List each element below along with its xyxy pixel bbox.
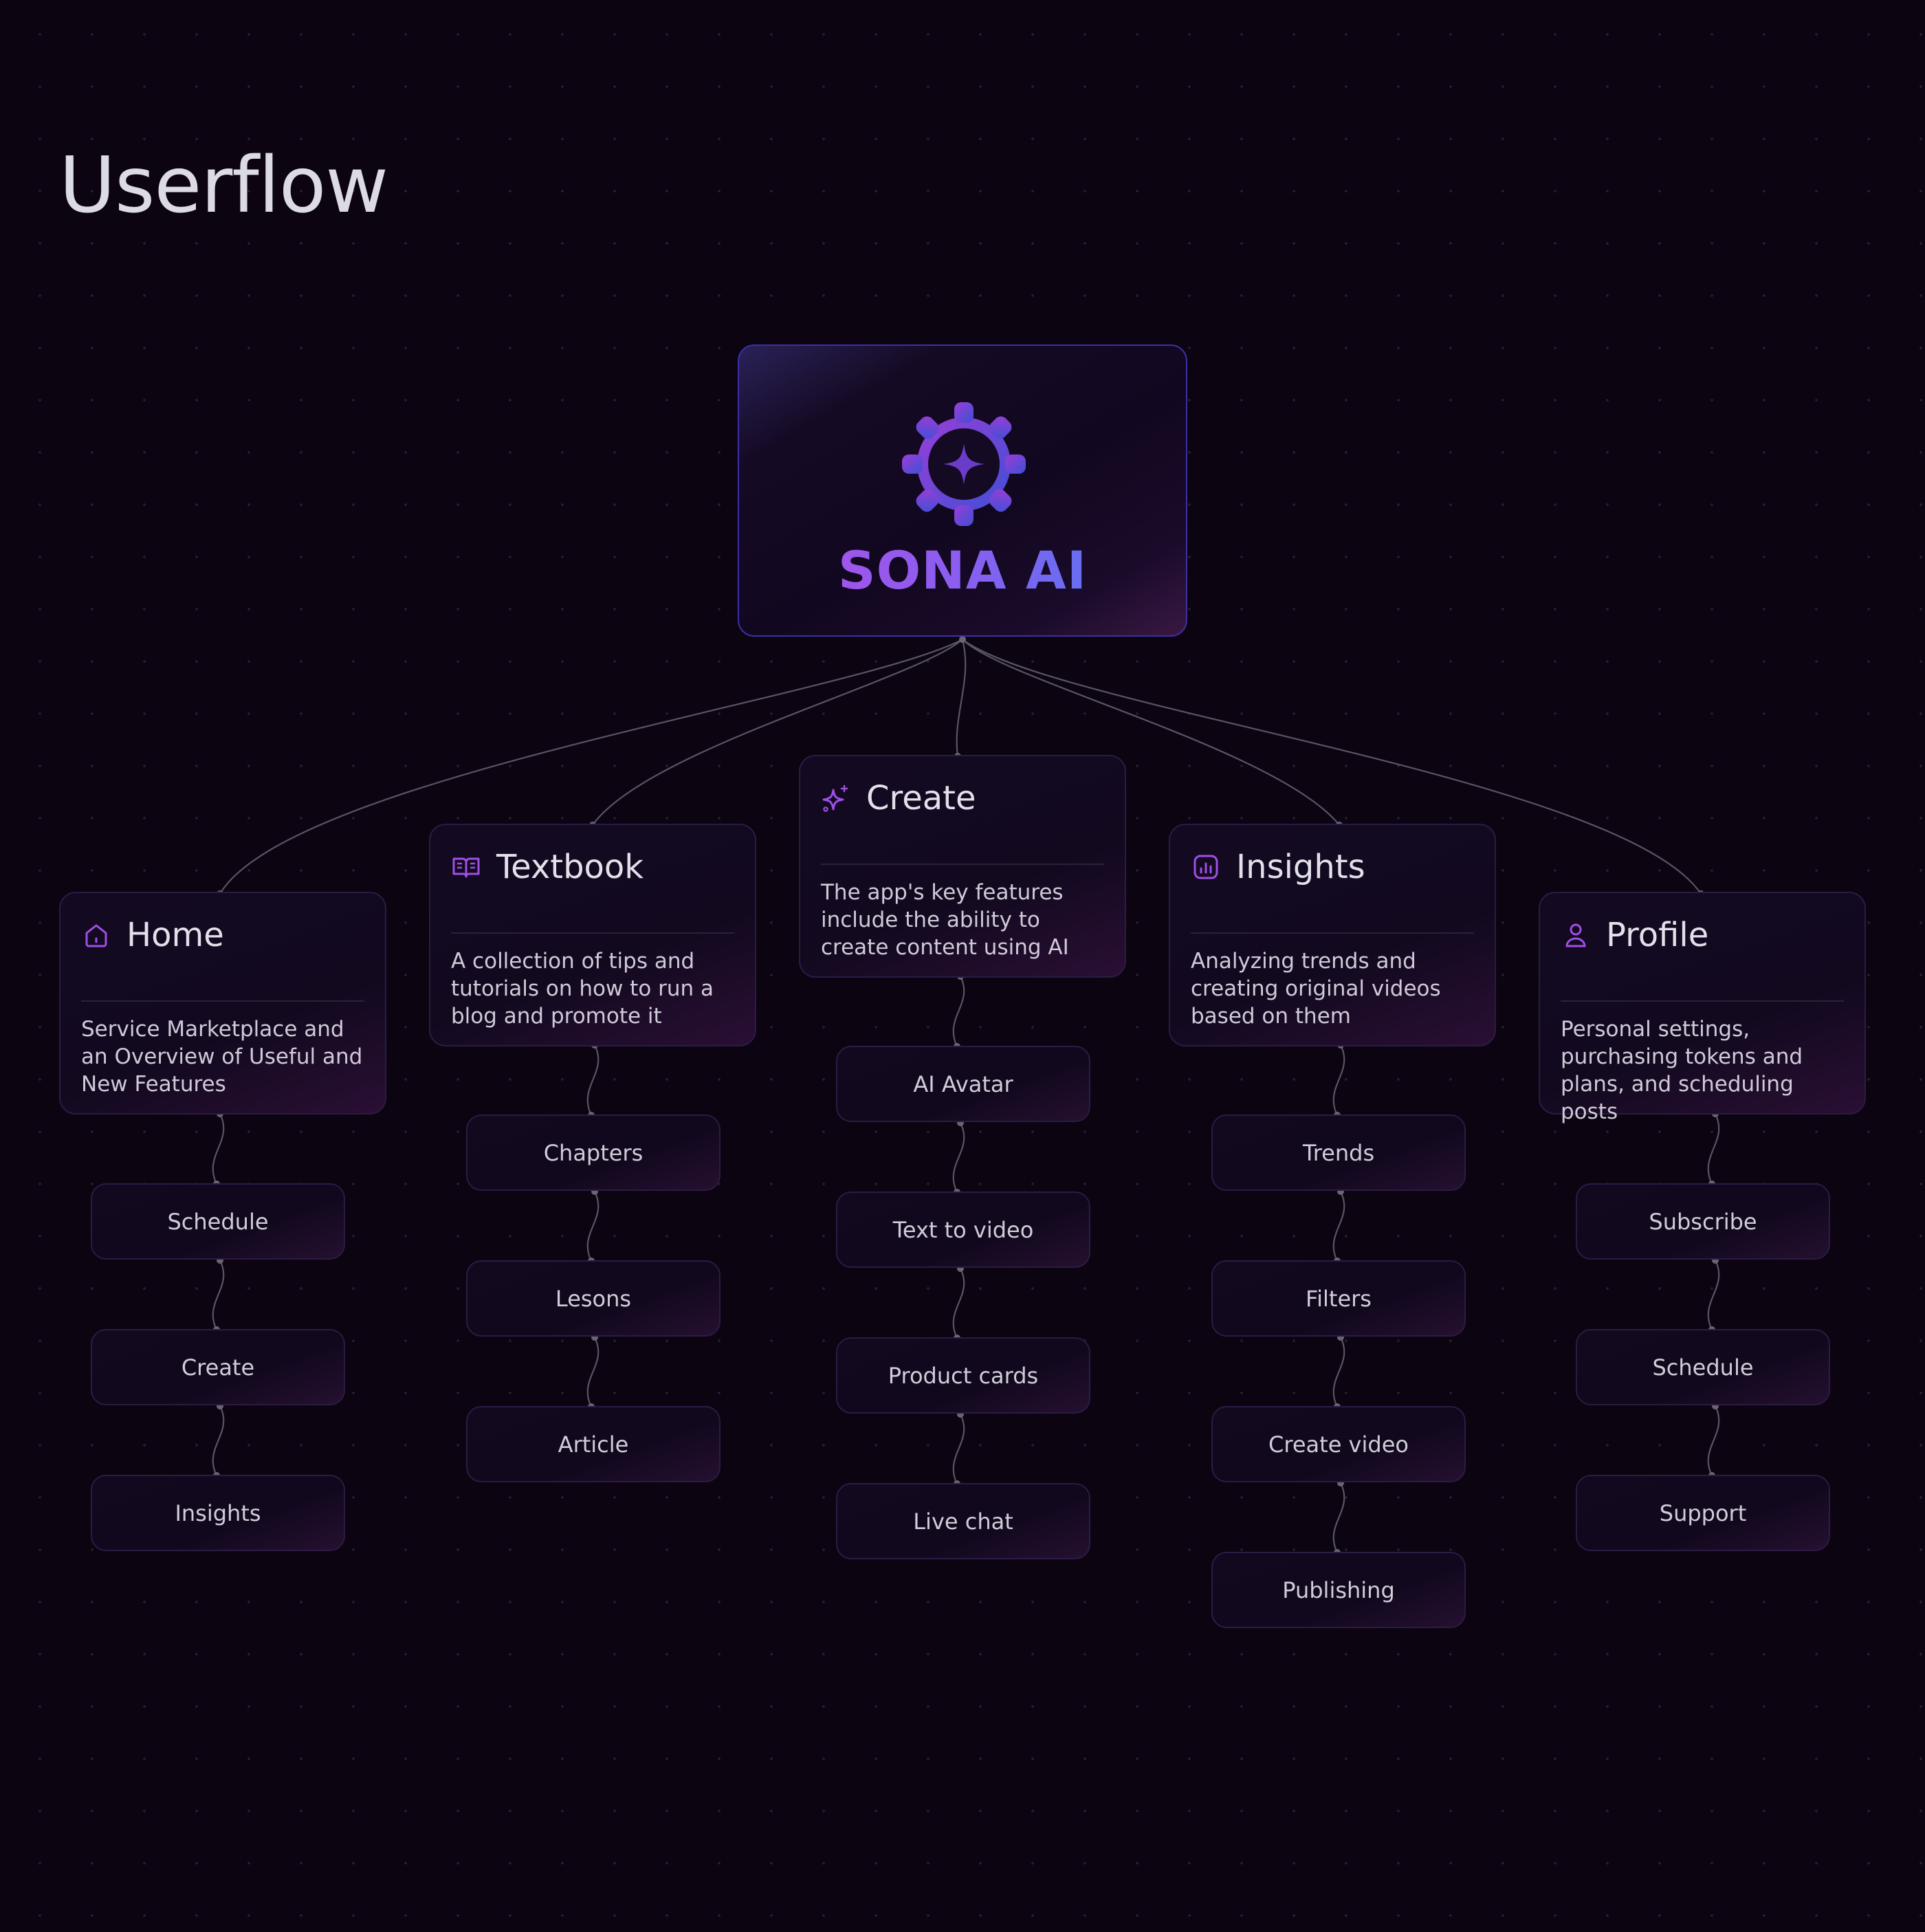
node-label: AI Avatar (913, 1071, 1013, 1097)
gear-sparkle-icon (902, 402, 1026, 526)
connector-create-insights (212, 1405, 225, 1476)
node-profile-subscribe[interactable]: Subscribe (1576, 1183, 1830, 1260)
node-label: Subscribe (1649, 1208, 1757, 1235)
node-insights-trends[interactable]: Trends (1211, 1115, 1466, 1191)
section-card-insights[interactable]: Insights Analyzing trends and creating o… (1169, 824, 1496, 1046)
node-create-ai-avatar[interactable]: AI Avatar (836, 1046, 1090, 1122)
connector-insights-trends (1332, 1044, 1345, 1116)
section-description: A collection of tips and tutorials on ho… (451, 949, 714, 1029)
node-label: Trends (1302, 1139, 1375, 1166)
node-textbook-lesons[interactable]: Lesons (466, 1260, 720, 1337)
connector-textbook-chapters (586, 1044, 600, 1116)
home-icon (81, 920, 111, 950)
section-title: Textbook (496, 848, 644, 886)
node-label: Chapters (543, 1139, 644, 1166)
node-label: Insights (175, 1500, 261, 1526)
node-label: Product cards (888, 1362, 1039, 1389)
section-description: Service Marketplace and an Overview of U… (81, 1017, 363, 1097)
node-label: Article (558, 1431, 629, 1458)
section-title: Create (866, 779, 976, 817)
section-description: The app's key features include the abili… (821, 880, 1069, 960)
divider (1191, 932, 1474, 934)
connector-productcards-livechat (952, 1414, 965, 1484)
chart-icon (1191, 852, 1221, 882)
connector-createvideo-publishing (1332, 1482, 1345, 1553)
node-label: Support (1659, 1500, 1747, 1526)
connector-lesons-article (586, 1337, 600, 1407)
divider (451, 932, 734, 934)
root-title: SONA AI (739, 540, 1186, 601)
section-description: Personal settings, purchasing tokens and… (1561, 1017, 1803, 1124)
node-label: Live chat (913, 1508, 1013, 1535)
node-label: Create (181, 1354, 255, 1381)
node-textbook-article[interactable]: Article (466, 1406, 720, 1482)
section-header: Textbook (451, 843, 644, 891)
section-title: Home (126, 916, 224, 954)
section-header: Profile (1561, 911, 1708, 959)
section-card-textbook[interactable]: Textbook A collection of tips and tutori… (429, 824, 756, 1046)
node-label: Text to video (892, 1216, 1034, 1243)
user-icon (1561, 920, 1591, 950)
node-label: Schedule (167, 1208, 269, 1235)
node-label: Publishing (1282, 1577, 1395, 1603)
node-profile-support[interactable]: Support (1576, 1475, 1830, 1551)
connector-schedule-support (1707, 1405, 1720, 1476)
node-create-live-chat[interactable]: Live chat (836, 1483, 1090, 1559)
section-header: Create (821, 774, 976, 822)
section-card-create[interactable]: Create The app's key features include th… (799, 755, 1126, 978)
node-label: Schedule (1652, 1354, 1754, 1381)
page-title: Userflow (59, 141, 388, 230)
connector-subscribe-schedule (1707, 1260, 1720, 1330)
section-header: Home (81, 911, 224, 959)
section-description: Analyzing trends and creating original v… (1191, 949, 1441, 1029)
node-label: Create video (1268, 1431, 1409, 1458)
node-insights-publishing[interactable]: Publishing (1211, 1552, 1466, 1628)
node-label: Lesons (555, 1285, 632, 1312)
connector-root-create (956, 639, 967, 757)
connector-schedule-create (212, 1260, 225, 1330)
node-create-text-to-video[interactable]: Text to video (836, 1192, 1090, 1268)
connector-home-schedule (212, 1113, 225, 1185)
connector-create-aiavatar (952, 976, 965, 1047)
node-insights-create-video[interactable]: Create video (1211, 1406, 1466, 1482)
connector-chapters-lesons (586, 1191, 600, 1262)
node-label: Filters (1306, 1285, 1372, 1312)
node-home-insights[interactable]: Insights (91, 1475, 345, 1551)
node-textbook-chapters[interactable]: Chapters (466, 1115, 720, 1191)
connector-aiavatar-texttovideo (952, 1122, 965, 1193)
node-insights-filters[interactable]: Filters (1211, 1260, 1466, 1337)
section-header: Insights (1191, 843, 1365, 891)
divider (821, 864, 1104, 865)
sparkles-icon (821, 783, 851, 813)
root-card[interactable]: SONA AI (738, 344, 1187, 637)
node-create-product-cards[interactable]: Product cards (836, 1337, 1090, 1414)
connector-filters-createvideo (1332, 1337, 1345, 1407)
connector-texttovideo-productcards (952, 1268, 965, 1339)
connector-trends-filters (1332, 1191, 1345, 1262)
node-home-create[interactable]: Create (91, 1329, 345, 1405)
section-title: Profile (1606, 916, 1709, 954)
divider (1561, 1000, 1844, 1002)
node-home-schedule[interactable]: Schedule (91, 1183, 345, 1260)
node-profile-schedule[interactable]: Schedule (1576, 1329, 1830, 1405)
section-card-home[interactable]: Home Service Marketplace and an Overview… (59, 892, 386, 1115)
divider (81, 1000, 364, 1002)
book-icon (451, 852, 481, 882)
section-title: Insights (1236, 848, 1365, 886)
section-card-profile[interactable]: Profile Personal settings, purchasing to… (1539, 892, 1866, 1124)
